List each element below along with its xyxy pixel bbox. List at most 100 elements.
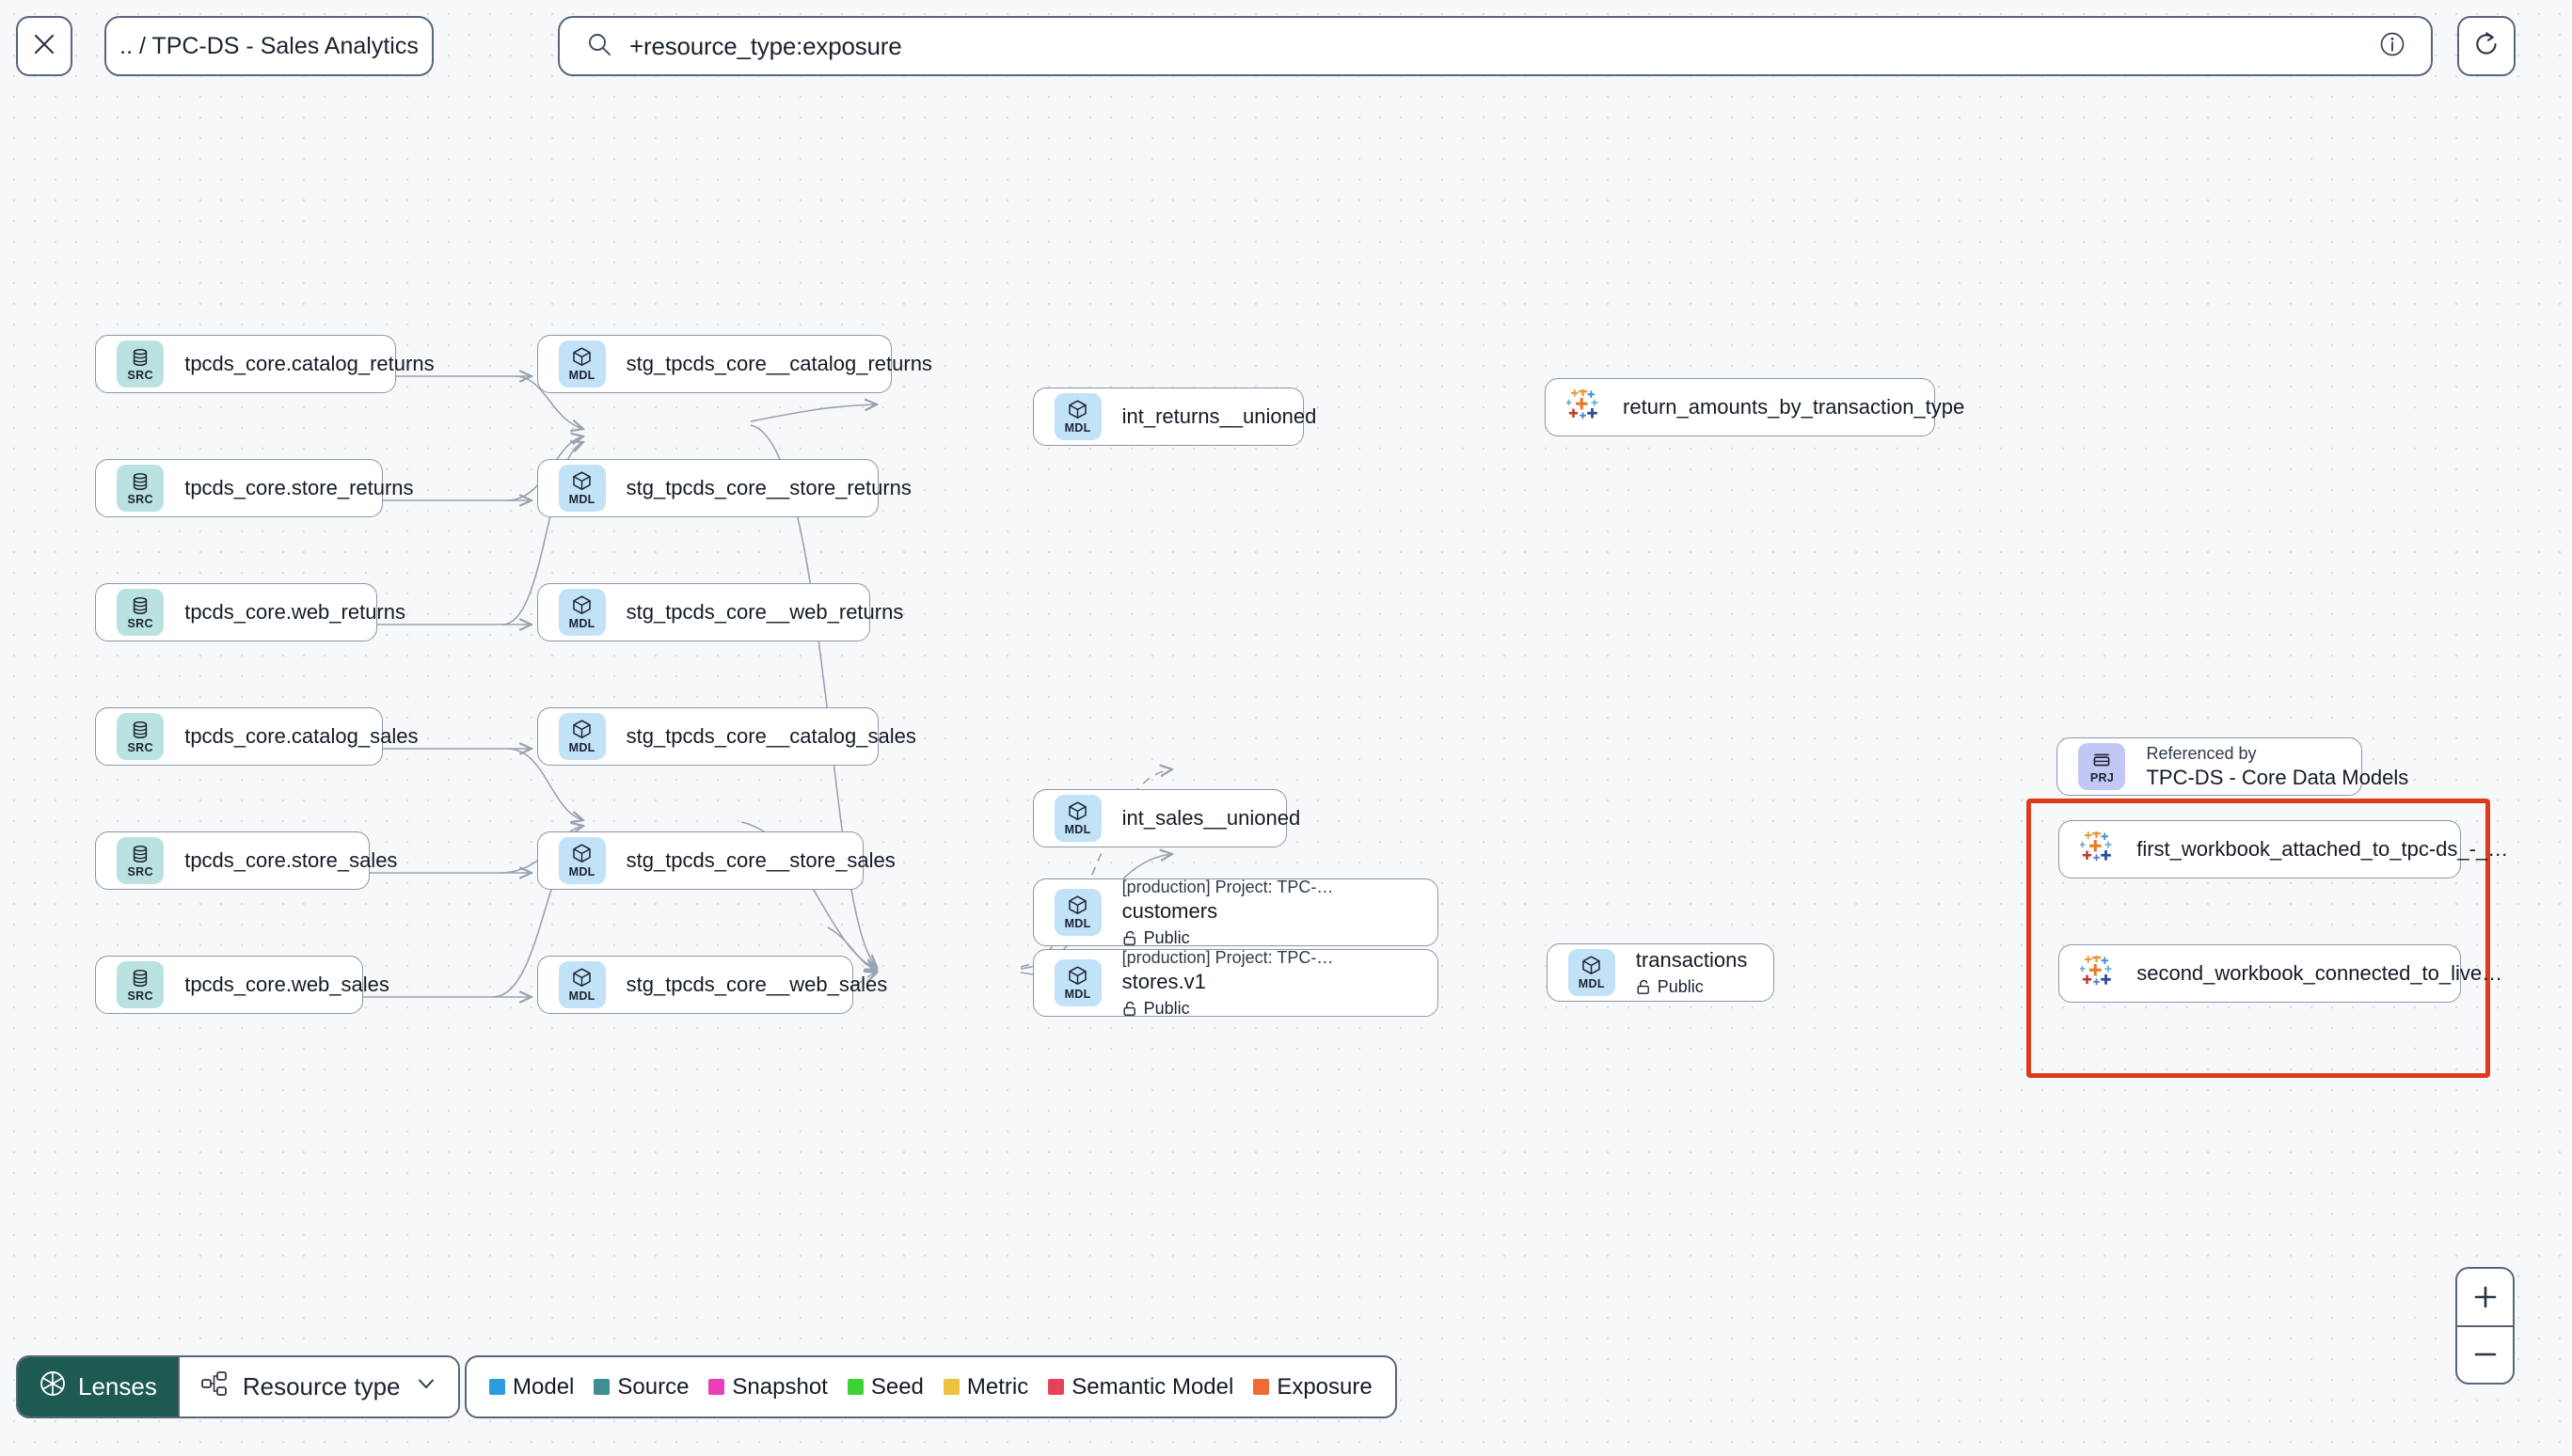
node-subtitle: Referenced by [2146, 743, 2257, 763]
node-text: tpcds_core.store_returns [184, 476, 414, 500]
breadcrumb[interactable]: .. / TPC-DS - Sales Analytics [104, 16, 434, 76]
node-text: tpcds_core.store_sales [184, 848, 398, 873]
node-type-badge-mdl: MDL [558, 465, 606, 512]
legend-item-model[interactable]: Model [489, 1374, 574, 1401]
node-visibility-label: Public [1657, 977, 1704, 996]
legend-item-source[interactable]: Source [594, 1374, 689, 1401]
legend-label: Exposure [1277, 1373, 1373, 1400]
node-type-abbr: SRC [127, 989, 153, 1003]
graph-node-src_store_sales[interactable]: SRC tpcds_core.store_sales [95, 831, 398, 890]
cube-icon [571, 967, 593, 989]
legend-label: Model [513, 1373, 575, 1400]
node-text: stg_tpcds_core__store_returns [626, 476, 912, 500]
graph-node-customers[interactable]: MDL [production] Project: TPC-DS - Core D… [1032, 878, 1438, 948]
search-input[interactable]: +resource_type:exposure [629, 31, 902, 60]
legend-swatch [1048, 1379, 1065, 1395]
legend-item-snapshot[interactable]: Snapshot [708, 1374, 828, 1401]
node-type-abbr: MDL [568, 493, 595, 506]
node-subtitle: [production] Project: TPC-DS - Core Data… [1121, 877, 1343, 896]
node-label: second_workbook_connected_to_live… [2136, 961, 2503, 985]
chevron-down-icon [415, 1372, 437, 1401]
cube-icon [1580, 955, 1602, 976]
node-type-abbr: MDL [1064, 421, 1091, 435]
graph-node-stg_web_returns[interactable]: MDL stg_tpcds_core__web_returns [536, 583, 904, 641]
graph-node-first_workbook[interactable]: first_workbook_attached_to_tpc-ds_-_… [2058, 820, 2508, 878]
node-type-abbr: PRJ [2089, 770, 2115, 784]
node-type-abbr: MDL [1064, 917, 1091, 930]
cube-icon [571, 594, 593, 616]
node-type-abbr: SRC [127, 864, 153, 878]
node-type-abbr: MDL [568, 617, 595, 630]
node-label: tpcds_core.web_returns [184, 600, 405, 624]
node-text: tpcds_core.catalog_sales [184, 724, 418, 749]
legend-item-exposure[interactable]: Exposure [1253, 1373, 1373, 1401]
cube-icon [1067, 399, 1088, 420]
node-text: [production] Project: TPC-DS - Core Data… [1122, 878, 1343, 948]
node-type-badge-mdl: MDL [1054, 795, 1102, 842]
node-type-abbr: MDL [568, 989, 595, 1003]
search-icon [586, 31, 612, 62]
legend-item-semantic-model[interactable]: Semantic Model [1048, 1374, 1233, 1401]
node-label: stg_tpcds_core__catalog_returns [626, 352, 932, 375]
node-label: int_sales__unioned [1121, 806, 1301, 830]
node-type-badge-prj: PRJ [2078, 743, 2126, 790]
refresh-button[interactable] [2457, 16, 2516, 76]
node-type-badge-src: SRC [117, 837, 165, 884]
database-icon [130, 471, 151, 492]
close-icon [32, 32, 56, 61]
node-text: stg_tpcds_core__web_returns [627, 600, 904, 625]
graph-node-int_sales_unioned[interactable]: MDL int_sales__unioned [1032, 789, 1301, 847]
graph-node-second_workbook[interactable]: second_workbook_connected_to_live… [2058, 944, 2503, 1003]
close-button[interactable] [16, 16, 72, 76]
unlock-icon [1123, 1001, 1135, 1016]
graph-node-return_amounts[interactable]: return_amounts_by_transaction_type [1545, 378, 1965, 436]
node-subtitle: [production] Project: TPC-DS - Core Data… [1121, 947, 1343, 967]
legend-item-seed[interactable]: Seed [847, 1374, 924, 1401]
resource-type-label: Resource type [242, 1372, 401, 1401]
zoom-in-button[interactable] [2457, 1269, 2513, 1325]
database-icon [130, 720, 151, 740]
zoom-out-button[interactable] [2457, 1324, 2513, 1384]
graph-node-stores_v1[interactable]: MDL [production] Project: TPC-DS - Core D… [1032, 947, 1438, 1018]
cube-icon [571, 470, 593, 492]
node-label: tpcds_core.store_sales [184, 848, 398, 872]
project-icon [2091, 750, 2112, 770]
node-label: stores.v1 [1121, 969, 1206, 993]
database-icon [130, 968, 151, 989]
database-icon [130, 844, 151, 864]
info-icon[interactable] [2378, 30, 2406, 63]
legend-swatch [847, 1379, 864, 1395]
legend-swatch [943, 1379, 960, 1395]
node-type-abbr: MDL [568, 741, 595, 754]
search-bar[interactable]: +resource_type:exposure [558, 16, 2433, 76]
node-text: first_workbook_attached_to_tpc-ds_-_… [2136, 837, 2508, 862]
node-type-abbr: MDL [1578, 977, 1605, 990]
legend-swatch [708, 1379, 725, 1395]
resource-type-dropdown[interactable]: Resource type [177, 1357, 458, 1416]
cube-icon [1067, 894, 1088, 916]
tableau-workbook-icon [2080, 831, 2112, 862]
refresh-icon [2472, 30, 2501, 63]
tableau-workbook-icon [2080, 956, 2112, 986]
node-label: stg_tpcds_core__store_returns [626, 476, 912, 499]
legend-item-metric[interactable]: Metric [943, 1374, 1028, 1401]
node-label: return_amounts_by_transaction_type [1623, 395, 1965, 419]
lenses-button[interactable]: Lenses [18, 1357, 178, 1416]
node-label: tpcds_core.store_returns [184, 476, 414, 499]
graph-node-stg_store_returns[interactable]: MDL stg_tpcds_core__store_returns [536, 459, 912, 517]
legend-swatch [1253, 1379, 1270, 1395]
node-type-badge-mdl: MDL [1054, 959, 1102, 1006]
